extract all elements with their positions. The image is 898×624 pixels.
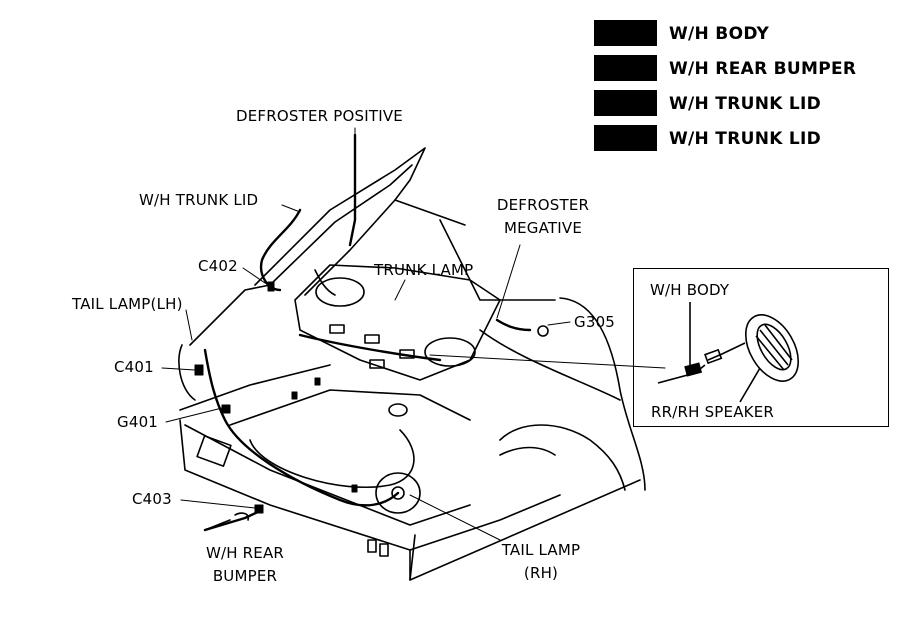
legend-swatch-body <box>594 20 657 46</box>
roofline-edge <box>439 219 556 301</box>
label-defroster-negative-line1: DEFROSTER <box>496 196 590 214</box>
tail-lamp-lh-housing <box>178 344 196 401</box>
harness-defroster-pos <box>348 133 357 247</box>
leader-tail-lamp-rh <box>409 494 501 541</box>
connector-c403-mark <box>254 504 264 514</box>
harness-defroster-neg <box>495 318 532 332</box>
label-wh-rear-bumper: W/H REAR BUMPER <box>190 545 300 585</box>
label-tail-lamp-rh: TAIL LAMP (RH) <box>486 542 596 582</box>
inset-leader-speaker <box>739 367 761 403</box>
ground-g305-terminal <box>537 325 549 337</box>
rear-bumper-pigtail <box>204 512 250 531</box>
trunk-lid-edge <box>394 199 466 226</box>
legend-label-body: W/H BODY <box>669 24 770 44</box>
inset-connector <box>684 362 703 377</box>
label-defroster-positive: DEFROSTER POSITIVE <box>236 107 403 125</box>
label-inset-wh-body: W/H BODY <box>650 281 730 299</box>
connector-shelf-3 <box>351 484 358 493</box>
harness-shelf <box>298 333 442 362</box>
legend-label-trunk-lid-1: W/H TRUNK LID <box>669 94 822 114</box>
tail-lamp-lh-lens <box>196 435 232 467</box>
harness-trunk-lid <box>259 208 302 292</box>
label-tail-lamp-rh-line1: TAIL LAMP <box>501 541 581 559</box>
leader-trunk-lamp <box>394 279 406 301</box>
quarter-lower-edge <box>409 534 416 581</box>
trunk-floor-plug <box>388 403 408 417</box>
tail-lamp-rh-housing <box>375 472 421 514</box>
shelf-slot-4 <box>369 359 385 369</box>
leader-c401 <box>161 367 196 371</box>
connector-c401-mark <box>194 364 204 376</box>
label-trunk-lamp: TRUNK LAMP <box>374 261 474 279</box>
harness-lh-side <box>203 348 400 507</box>
legend-label-rear-bumper: W/H REAR BUMPER <box>669 59 857 79</box>
leader-speaker-harness <box>429 354 666 369</box>
label-g305: G305 <box>574 313 616 331</box>
label-tail-lamp-lh: TAIL LAMP(LH) <box>72 295 183 313</box>
fender-inner-arc <box>499 446 556 456</box>
label-c402: C402 <box>198 257 238 275</box>
connector-c402-mark <box>267 281 275 292</box>
shelf-slot-2 <box>364 334 380 344</box>
inset-plug-body <box>704 348 723 365</box>
legend-swatch-trunk-lid-2 <box>594 125 657 151</box>
leader-c403 <box>180 499 256 509</box>
shelf-slot-1 <box>329 324 345 334</box>
trunk-lid-hinge-left <box>314 269 336 296</box>
license-mount <box>367 539 377 553</box>
label-defroster-negative-line2: MEGATIVE <box>503 219 583 237</box>
leader-c402 <box>242 267 269 286</box>
connector-shelf-1 <box>291 391 298 400</box>
leader-defroster-neg <box>496 244 521 319</box>
connector-g401-mark <box>221 404 231 414</box>
label-g401: G401 <box>117 413 159 431</box>
trunk-floor-rear <box>229 389 471 426</box>
label-defroster-negative: DEFROSTER MEGATIVE <box>478 197 608 237</box>
label-rr-rh-speaker: RR/RH SPEAKER <box>651 403 775 421</box>
legend-swatch-trunk-lid-1 <box>594 90 657 116</box>
label-c403: C403 <box>132 490 172 508</box>
leader-trunk-lid <box>281 204 301 213</box>
trunk-lid-outline <box>254 147 426 296</box>
rear-panel-top <box>184 424 471 526</box>
tail-lamp-rh-socket <box>391 486 405 500</box>
spare-well <box>249 429 415 489</box>
quarter-panel-outline <box>559 297 646 491</box>
trunk-floor-left <box>179 364 331 411</box>
label-wh-rear-bumper-line2: BUMPER <box>212 567 278 585</box>
leader-g305 <box>547 321 571 326</box>
parcel-shelf <box>294 264 501 381</box>
license-mount-2 <box>379 543 389 557</box>
leader-tail-lamp-lh <box>185 309 193 341</box>
label-wh-rear-bumper-line1: W/H REAR <box>205 544 285 562</box>
connector-shelf-2 <box>314 377 321 386</box>
body-side-line <box>479 329 621 401</box>
label-c401: C401 <box>114 358 154 376</box>
legend-swatch-rear-bumper <box>594 55 657 81</box>
shelf-speaker-right <box>424 337 476 367</box>
label-tail-lamp-rh-line2: (RH) <box>523 564 559 582</box>
speaker-inset-frame <box>633 268 889 427</box>
rear-panel <box>179 419 641 581</box>
shelf-speaker-left <box>315 277 365 307</box>
trunk-opening-left <box>189 284 271 346</box>
leader-g401 <box>165 407 223 423</box>
legend-label-trunk-lid-2: W/H TRUNK LID <box>669 129 822 149</box>
trunk-lid-inner <box>269 164 413 286</box>
rr-rh-speaker-body <box>744 314 800 382</box>
rear-fender-arch <box>499 424 626 491</box>
rr-rh-speaker-cone <box>756 323 792 371</box>
rr-rh-speaker-grille <box>755 324 793 371</box>
label-wh-trunk-lid: W/H TRUNK LID <box>139 191 259 209</box>
rear-panel-lower <box>409 494 561 551</box>
